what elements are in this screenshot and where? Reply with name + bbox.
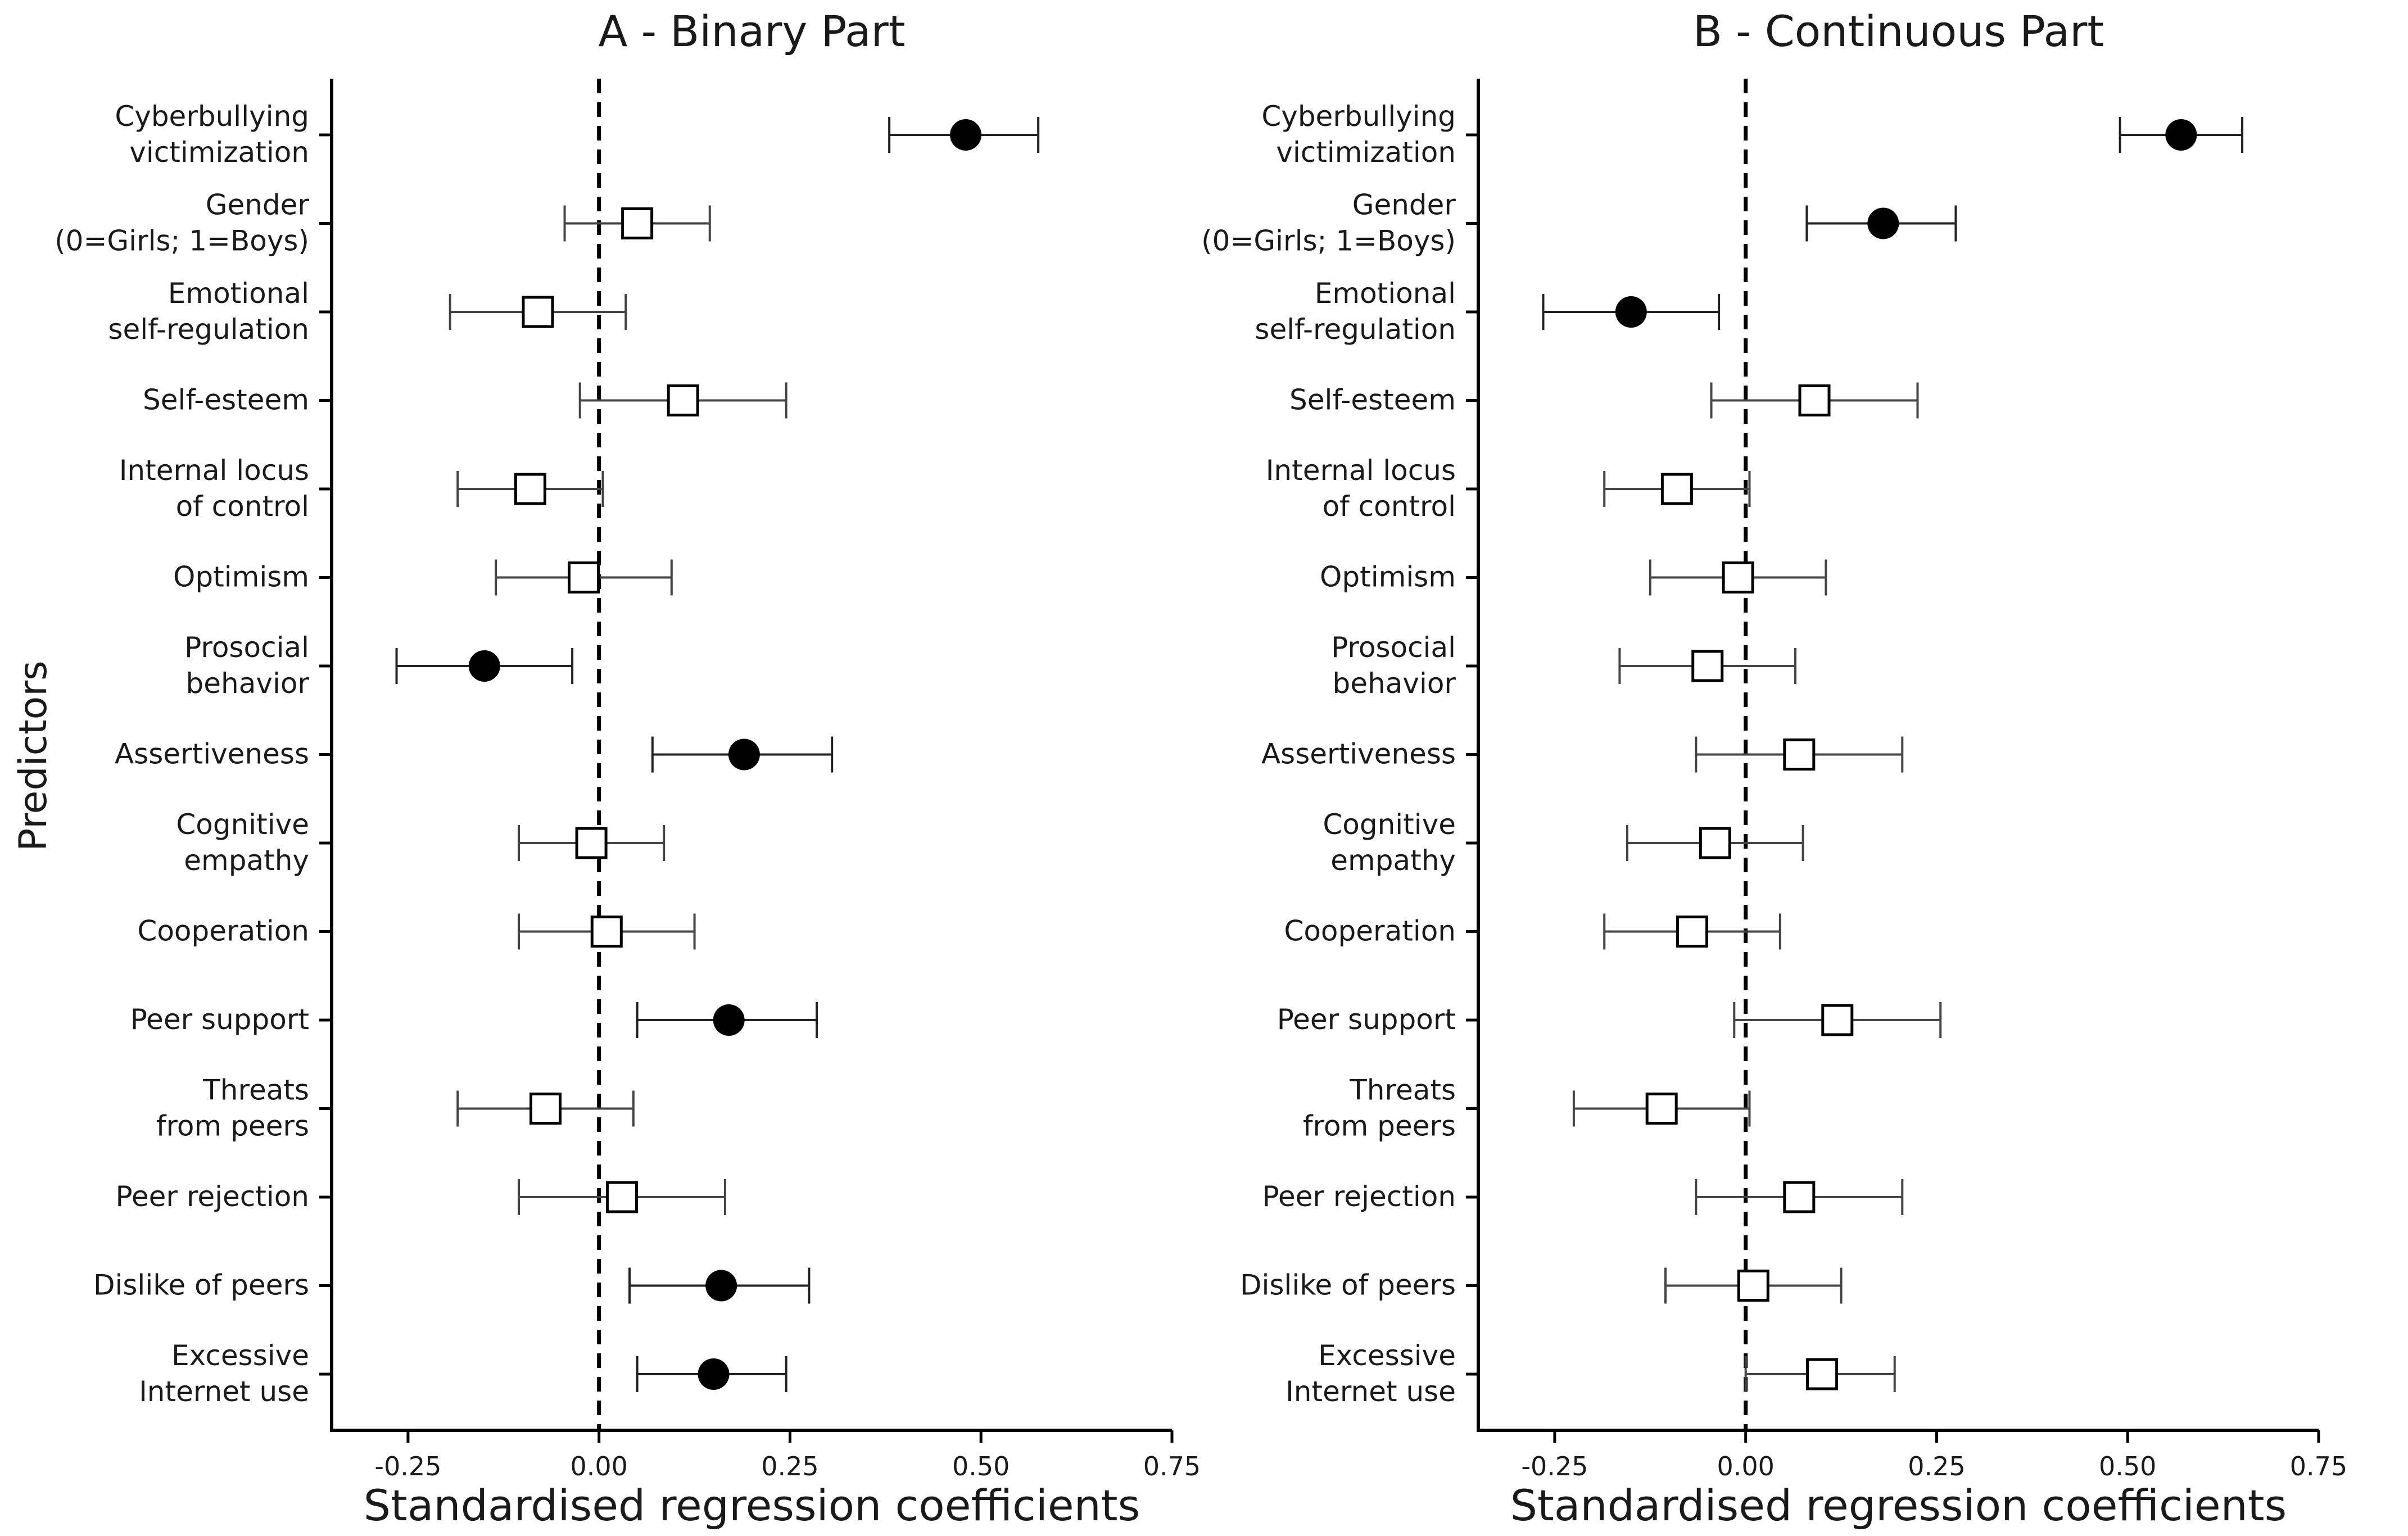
panel-a-estimate-point-significant [705, 1270, 737, 1302]
panel-a-predictor-label: Assertiveness [115, 738, 309, 771]
panel-a-estimate-point-significant [950, 119, 982, 151]
panel-a-predictor-label: from peers [156, 1110, 309, 1143]
panel-a-x-tick-label: -0.25 [374, 1451, 441, 1481]
panel-a-predictor-label: Emotional [168, 277, 309, 310]
panel-b-predictor-label: Optimism [1320, 561, 1456, 593]
panel-b-x-tick-label: 0.00 [1717, 1451, 1774, 1481]
panel-a-x-tick-label: 0.75 [1143, 1451, 1201, 1481]
panel-a-x-axis-title: Standardised regression coefficients [364, 1480, 1140, 1530]
panel-b-predictor-label: Gender [1352, 189, 1456, 221]
y-axis-title: Predictors [11, 660, 56, 851]
panel-b-predictor-label: Dislike of peers [1240, 1269, 1456, 1302]
panel-b-estimate-point-nonsignificant [1691, 650, 1724, 682]
panel-a-estimate-point-nonsignificant [568, 561, 600, 593]
panel-a-estimate-point-nonsignificant [529, 1093, 562, 1125]
panel-b-predictor-label: Peer support [1277, 1003, 1456, 1036]
panel-b-x-tick-label: 0.75 [2290, 1451, 2347, 1481]
panel-b-predictor-label: Cyberbullying [1261, 100, 1456, 133]
panel-b-predictor-label: Peer rejection [1262, 1180, 1456, 1213]
panel-b-predictor-label: from peers [1303, 1110, 1456, 1143]
panel-a-predictor-label: Gender [206, 189, 310, 221]
panel-a-predictor-label: Excessive [171, 1339, 309, 1372]
panel-a-estimate-point-nonsignificant [667, 384, 699, 416]
panel-b-estimate-point-significant [1867, 207, 1899, 239]
panel-b-predictor-label: behavior [1333, 667, 1456, 700]
panel-a-predictor-label: of control [176, 490, 309, 523]
panel-a-predictor-label: Dislike of peers [93, 1269, 309, 1302]
panel-b-estimate-point-nonsignificant [1722, 561, 1754, 593]
panel-b-estimate-point-nonsignificant [1676, 916, 1709, 948]
panel-a-predictor-label: Peer rejection [116, 1180, 309, 1213]
panel-a-predictor-label: Internal locus [119, 454, 309, 487]
panel-a-estimate-point-nonsignificant [522, 296, 554, 328]
panel-a-estimate-point-significant [728, 738, 760, 771]
panel-b-predictor-label: Excessive [1318, 1339, 1456, 1372]
panel-a-predictor-label: empathy [184, 844, 309, 877]
panel-b-predictor-label: Cognitive [1323, 808, 1456, 841]
panel-a-predictor-label: behavior [186, 667, 310, 700]
panel-b-predictor-label: Self-esteem [1289, 384, 1456, 416]
panel-b-predictor-label: Prosocial [1331, 631, 1456, 664]
panel-a-title: A - Binary Part [598, 6, 905, 56]
panel-b-predictor-label: of control [1323, 490, 1456, 523]
panel-a-predictor-label: Peer support [130, 1003, 309, 1036]
panel-a-estimate-point-significant [468, 650, 500, 682]
panel-a-predictor-label: Optimism [173, 561, 309, 593]
panel-a-estimate-point-nonsignificant [621, 207, 654, 239]
panel-b-x-axis-title: Standardised regression coefficients [1510, 1480, 2287, 1530]
panel-a-estimate-point-nonsignificant [590, 916, 623, 948]
panel-a-estimate-point-nonsignificant [605, 1181, 638, 1213]
panel-b-estimate-point-nonsignificant [1699, 827, 1731, 859]
panel-a-predictor-label: Cyberbullying [115, 100, 309, 133]
panel-a-predictor-label: Cognitive [176, 808, 309, 841]
panel-b-x-tick-label: -0.25 [1521, 1451, 1588, 1481]
panel-b-predictor-label: victimization [1276, 136, 1456, 169]
panel-a-estimate-point-nonsignificant [575, 827, 608, 859]
panel-b-estimate-point-nonsignificant [1783, 738, 1816, 771]
panel-b-predictor-label: empathy [1330, 844, 1456, 877]
panel-b-estimate-point-significant [1615, 296, 1647, 328]
panel-a-predictor-label: victimization [129, 136, 309, 169]
panel-b-predictor-label: Emotional [1315, 277, 1456, 310]
panel-a-predictor-label: Self-esteem [143, 384, 309, 416]
panel-b-estimate-point-nonsignificant [1821, 1004, 1854, 1036]
panel-a-x-tick-label: 0.00 [570, 1451, 627, 1481]
panel-b-predictor-label: Internal locus [1266, 454, 1456, 487]
panel-b-predictor-label: Threats [1349, 1074, 1456, 1107]
panel-b-predictor-label: (0=Girls; 1=Boys) [1201, 225, 1456, 257]
panel-a-predictor-label: Prosocial [184, 631, 309, 664]
panel-a-predictor-label: Cooperation [137, 915, 309, 948]
panel-b-x-tick-label: 0.50 [2099, 1451, 2156, 1481]
panel-b-estimate-point-nonsignificant [1783, 1181, 1816, 1213]
panel-b-x-tick-label: 0.25 [1908, 1451, 1965, 1481]
panel-a-estimate-point-significant [713, 1004, 745, 1036]
panel-b-predictor-label: Cooperation [1284, 915, 1456, 948]
panel-b-predictor-label: Assertiveness [1261, 738, 1456, 771]
panel-b-estimate-point-nonsignificant [1737, 1270, 1769, 1302]
panel-a-x-tick-label: 0.25 [761, 1451, 818, 1481]
panel-b-title: B - Continuous Part [1693, 6, 2104, 56]
panel-b-estimate-point-nonsignificant [1645, 1093, 1678, 1125]
panel-b-predictor-label: self-regulation [1255, 313, 1456, 346]
panel-b-estimate-point-nonsignificant [1798, 384, 1831, 416]
panel-b-estimate-point-significant [2165, 119, 2197, 151]
panel-a-x-tick-label: 0.50 [952, 1451, 1010, 1481]
panel-b-predictor-label: Internet use [1286, 1375, 1456, 1408]
panel-a-predictor-label: (0=Girls; 1=Boys) [55, 225, 309, 257]
panel-a-predictor-label: Threats [202, 1074, 309, 1107]
panel-a-predictor-label: self-regulation [108, 313, 309, 346]
panel-a-estimate-point-significant [698, 1358, 730, 1390]
panel-b-estimate-point-nonsignificant [1660, 473, 1693, 505]
panel-b-estimate-point-nonsignificant [1806, 1358, 1839, 1390]
panel-a-estimate-point-nonsignificant [514, 473, 546, 505]
panel-a-predictor-label: Internet use [139, 1375, 309, 1408]
